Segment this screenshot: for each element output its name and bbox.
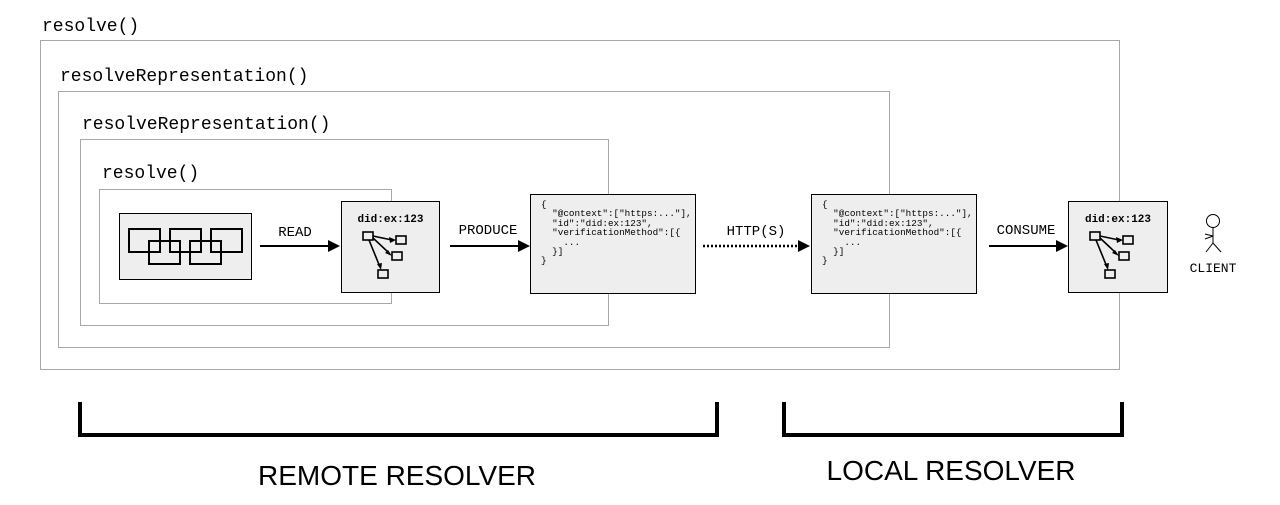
client-label: CLIENT <box>1189 261 1237 276</box>
local-resolver-bracket <box>782 402 1124 437</box>
read-label: READ <box>278 225 312 241</box>
client-icon <box>1204 214 1222 253</box>
did-graph-icon <box>362 231 407 279</box>
storage-box <box>119 213 252 280</box>
ledger-chain-icon <box>128 228 243 265</box>
frame-inner-resolve-label: resolve() <box>102 164 200 184</box>
did-graph-icon <box>1089 231 1134 279</box>
http-arrow <box>703 240 810 252</box>
http-label: HTTP(S) <box>726 224 786 240</box>
local-resolver-label: LOCAL RESOLVER <box>826 455 1076 486</box>
produce-label: PRODUCE <box>458 223 518 239</box>
remote-did-box: did:ex:123 <box>341 201 440 293</box>
produce-arrow <box>450 240 530 252</box>
remote-did-label: did:ex:123 <box>357 214 424 226</box>
consume-label: CONSUME <box>996 223 1056 239</box>
remote-did-document-text: { "@context":["https:..."], "id":"did:ex… <box>541 199 692 267</box>
frame-outer-resolve-label: resolve() <box>42 17 140 37</box>
local-did-document-text: { "@context":["https:..."], "id":"did:ex… <box>822 199 973 267</box>
remote-resolver-label: REMOTE RESOLVER <box>258 460 536 491</box>
local-did-box: did:ex:123 <box>1068 201 1168 293</box>
remote-did-document: { "@context":["https:..."], "id":"did:ex… <box>530 194 696 294</box>
remote-resolver-bracket <box>78 402 719 437</box>
consume-arrow <box>989 240 1068 252</box>
frame-outer-representation-label: resolveRepresentation() <box>60 67 309 87</box>
read-arrow <box>260 240 340 252</box>
local-did-document: { "@context":["https:..."], "id":"did:ex… <box>811 194 977 294</box>
local-did-label: did:ex:123 <box>1084 214 1151 226</box>
frame-inner-representation-label: resolveRepresentation() <box>82 115 331 135</box>
